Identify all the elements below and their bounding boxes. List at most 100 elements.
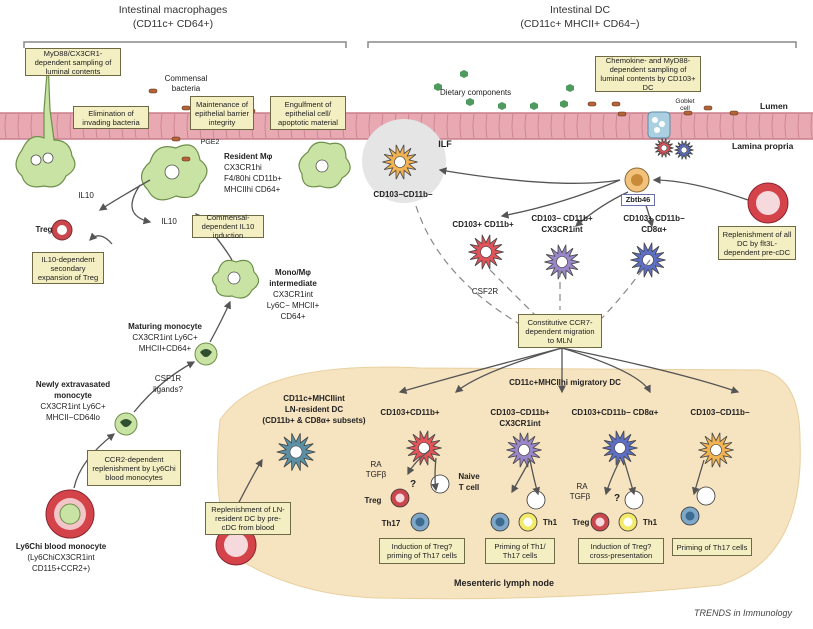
maturing-marker-2: MHCII+CD64+ xyxy=(138,344,192,353)
naive-t-cell xyxy=(430,474,450,494)
question-1: ? xyxy=(409,479,417,490)
naive-label: Naive xyxy=(458,472,480,481)
resident-marker-1: CX3CR1hi xyxy=(224,163,262,172)
naive-t-cell-2 xyxy=(526,490,546,510)
treg-cell-b xyxy=(590,512,610,532)
th1-cell-a xyxy=(518,512,538,532)
dc3b-label: CD8α+ xyxy=(641,225,667,234)
mono-title: Mono/Mφ xyxy=(275,268,311,277)
box-replenish-all: Replenishment of all DC by flt3L-depende… xyxy=(718,226,796,260)
blood-monocyte xyxy=(45,489,95,539)
treg-label-left: Treg xyxy=(35,225,53,234)
csf2r-label: CSF2R xyxy=(471,287,499,296)
naive-t-cell-3 xyxy=(624,490,644,510)
mig1-label: CD103+CD11b+ xyxy=(380,408,440,417)
mig3-label: CD103+CD11b− CD8α+ xyxy=(571,408,659,417)
naive-label-2: T cell xyxy=(458,483,480,492)
th1-label-a: Th1 xyxy=(542,518,558,527)
pre-cdc-lamina xyxy=(747,182,789,224)
treg-label-a: Treg xyxy=(364,496,382,505)
th1-cell-b xyxy=(618,512,638,532)
tgfb-label-1: TGFβ xyxy=(365,470,387,479)
box-priming-th17: Priming of Th17 cells xyxy=(672,538,752,556)
newly-title: Newly extravasated xyxy=(35,380,111,389)
pge2-label: PGE2 xyxy=(200,139,220,146)
th17-cell-a xyxy=(410,512,430,532)
mig4-label: CD103−CD11b− xyxy=(690,408,750,417)
csf1r-label-2: ligands? xyxy=(153,385,183,394)
mln-label: Mesenteric lymph node xyxy=(453,578,555,588)
dc1-label: CD103+ CD11b+ xyxy=(452,220,514,229)
ln-resident-2: LN-resident DC xyxy=(284,405,344,414)
dc-markers: (CD11c+ MHCII+ CD64−) xyxy=(520,18,640,30)
lp-dc-cd8a xyxy=(630,242,666,278)
tgfb-label-2: TGFβ xyxy=(569,492,591,501)
resident-title: Resident Mφ xyxy=(224,152,273,161)
blood-marker-1: (Ly6ChiCX3CR1int xyxy=(27,553,95,562)
resident-marker-3: MHCIIhi CD64+ xyxy=(224,185,281,194)
dc-title: Intestinal DC xyxy=(549,4,611,16)
box-il10-treg: IL10-dependent secondary expansion of Tr… xyxy=(32,252,104,284)
goblet-cell-label: Goblet cell xyxy=(675,98,695,112)
newly-marker-1: CX3CR1int Ly6C+ xyxy=(40,402,106,411)
ra-label-1: RA xyxy=(370,460,382,469)
box-replenish-ln: Replenishment of LN-resident DC by pre-c… xyxy=(205,502,291,535)
question-2: ? xyxy=(613,493,621,504)
box-myd88-sampling: MyD88/CX3CR1-dependent sampling of lumin… xyxy=(25,48,121,76)
newly-extravasated-monocyte xyxy=(114,412,138,436)
macrophages-title: Intestinal macrophages xyxy=(118,4,228,16)
maturing-marker-1: CX3CR1int Ly6C+ xyxy=(132,333,198,342)
box-barrier: Maintenance of epithelial barrier integr… xyxy=(190,96,254,130)
th17-cell-b xyxy=(680,506,700,526)
newly-title-2: monocyte xyxy=(54,391,92,400)
box-priming-th1: Priming of Th1/ Th17 cells xyxy=(485,538,555,564)
lp-dc-cx3cr1 xyxy=(544,244,580,280)
dc-bracket xyxy=(367,41,797,48)
csf1r-label: CSF1R xyxy=(154,374,182,383)
dietary-components-group xyxy=(434,70,574,110)
box-commensal-il10: Commensal-dependent IL10 induction xyxy=(192,213,264,240)
box-ccr7: Constitutive CCR7-dependent migration to… xyxy=(518,314,602,348)
ilf-label: ILF xyxy=(438,139,452,149)
zbtb46-label: Zbtb46 xyxy=(621,194,655,206)
macrophage-bracket xyxy=(23,41,347,48)
commensal-label-1: Commensal xyxy=(164,74,208,83)
dc2b-label: CX3CR1int xyxy=(541,225,583,234)
mig-dc-cd103-cd11b xyxy=(406,430,442,466)
goblet-cell xyxy=(647,111,671,139)
lp-dc-cd103-cd11b xyxy=(468,234,504,270)
box-induction-treg-2: Induction of Treg? cross-presentation xyxy=(578,538,664,564)
mig-dc-cd8a xyxy=(602,430,638,466)
mono-marker-3: CD64+ xyxy=(280,312,306,321)
dc3-label: CD103+ CD11b− xyxy=(623,214,685,223)
resident-marker-2: F4/80hi CD11b+ xyxy=(224,174,282,183)
mono-marker-1: CX3CR1int xyxy=(272,290,313,299)
footer-credit: TRENDS in Immunology xyxy=(694,608,793,618)
th1-label-b: Th1 xyxy=(642,518,658,527)
th17-label-a: Th17 xyxy=(381,519,401,528)
naive-t-cell-4 xyxy=(696,486,716,506)
ln-resident-dc xyxy=(276,433,316,471)
dc2-label: CD103− CD11b+ xyxy=(531,214,593,223)
ra-label-2: RA xyxy=(576,482,588,491)
lumen-label: Lumen xyxy=(760,101,788,111)
box-chemokine: Chemokine- and MyD88-dependent sampling … xyxy=(595,56,701,92)
maturing-title: Maturing monocyte xyxy=(128,322,202,331)
mono-title-2: intermediate xyxy=(269,279,317,288)
treg-cell-a xyxy=(390,488,410,508)
dietary-label: Dietary components xyxy=(440,88,512,97)
mig2-label: CD103−CD11b+ xyxy=(490,408,550,417)
maturing-monocyte xyxy=(194,342,218,366)
treg-label-b: Treg xyxy=(572,518,590,527)
sampling-macrophage xyxy=(15,59,76,188)
ilf-dc xyxy=(382,144,418,180)
box-ccr2: CCR2-dependent replenishment by Ly6Chi b… xyxy=(87,450,181,486)
il10-label-a: IL10 xyxy=(78,191,94,200)
blood-marker-2: CD115+CCR2+) xyxy=(31,564,91,573)
mono-marker-2: Ly6C− MHCII+ xyxy=(266,301,320,310)
th1-th17-cell-1 xyxy=(490,512,510,532)
commensal-label-2: bacteria xyxy=(171,84,201,93)
macrophages-markers: (CD11c+ CD64+) xyxy=(132,18,214,30)
